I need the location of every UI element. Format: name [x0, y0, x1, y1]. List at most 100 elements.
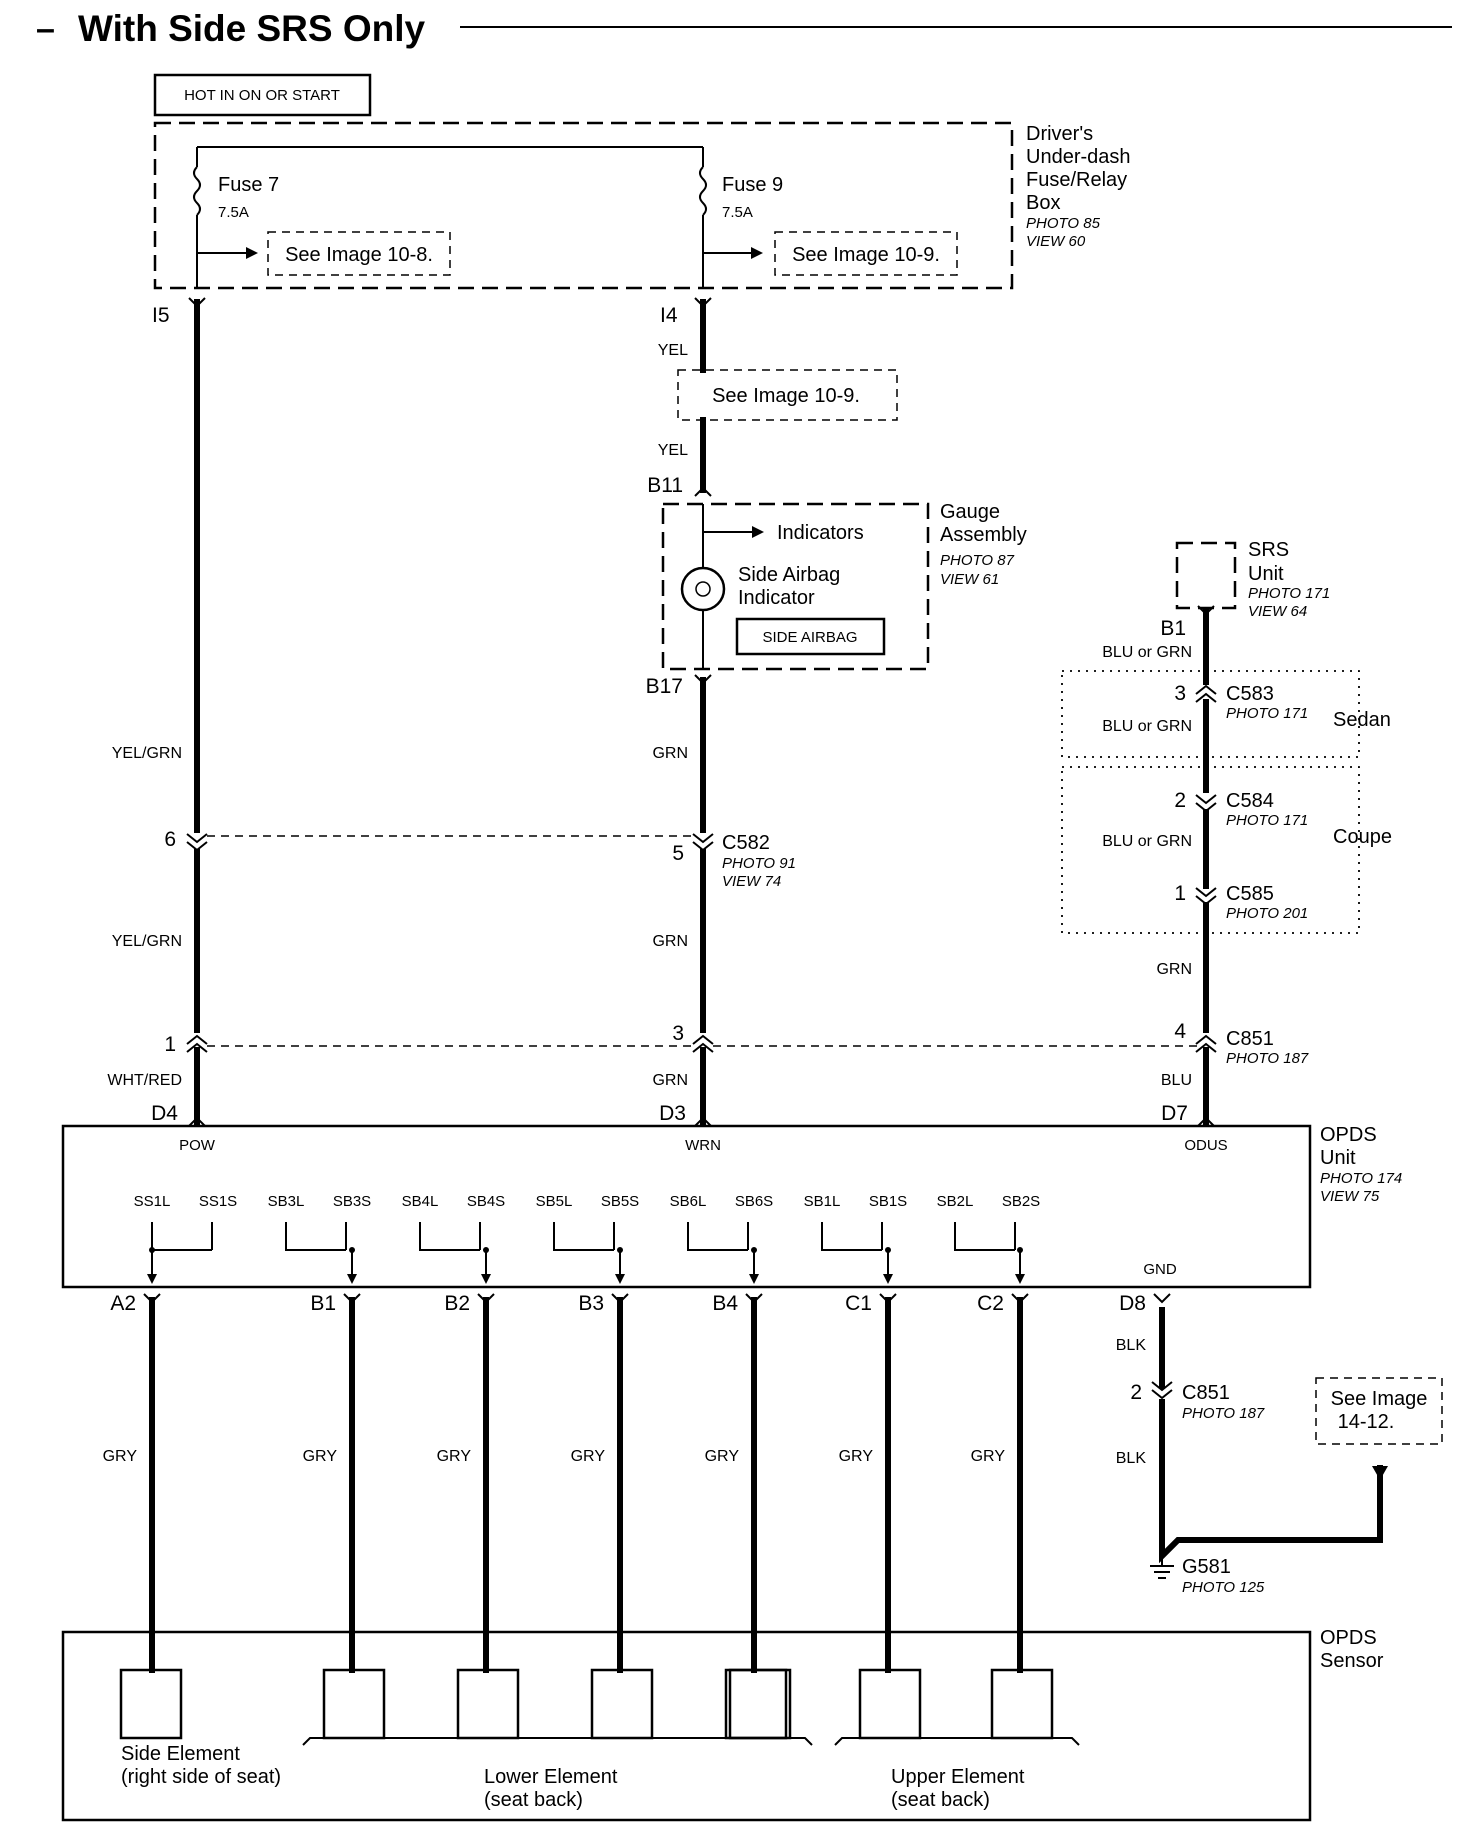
c851-photo: PHOTO 187 [1226, 1050, 1309, 1067]
connector-c851-left [186, 1034, 208, 1053]
wc-grn-1: GRN [652, 745, 688, 762]
connector-d4 [188, 1116, 206, 1127]
c584-photo: PHOTO 171 [1226, 812, 1308, 829]
indicators-arrowhead [752, 526, 764, 538]
wc-gry: GRY [303, 1448, 338, 1465]
ground-ref-box [1315, 1377, 1443, 1445]
channel-label: SB2S [1002, 1193, 1040, 1210]
connector-c582-left [186, 833, 208, 852]
channel-label: SB3S [333, 1193, 371, 1210]
header-dash: – [36, 10, 55, 48]
pin-d4: D4 [151, 1102, 178, 1125]
hot-in-on-or-start-label: HOT IN ON OR START [184, 87, 340, 104]
c583-photo: PHOTO 171 [1226, 705, 1308, 722]
channel-label: SB1L [804, 1193, 841, 1210]
wc-yelgrn-2: YEL/GRN [112, 933, 182, 950]
c585-id: C585 [1226, 883, 1274, 905]
channel-link [687, 1222, 749, 1251]
c851-pin-4: 4 [1174, 1020, 1186, 1043]
wc-yel-2: YEL [658, 442, 688, 459]
fuse7-ref[interactable]: See Image 10-8. [285, 244, 433, 266]
fuse7-rating: 7.5A [218, 204, 249, 221]
channel-arrow [883, 1274, 893, 1284]
gauge-assembly-outline [661, 502, 930, 671]
c583-pin: 3 [1174, 682, 1186, 705]
fuse9-rating: 7.5A [722, 204, 753, 221]
opds-bottom-pin: B2 [444, 1292, 470, 1315]
fuse7-name: Fuse 7 [218, 174, 279, 196]
wc-gry: GRY [705, 1448, 740, 1465]
c851-2-pin: 2 [1130, 1381, 1142, 1404]
opds-gnd-label: GND [1143, 1261, 1177, 1278]
channel-label: SB6S [735, 1193, 773, 1210]
fuse9-ref-arrowhead [751, 247, 763, 259]
fuse-box-name-1: Driver's [1026, 123, 1093, 145]
srs-pin-b1: B1 [1160, 617, 1186, 640]
channel-label: SB6L [670, 1193, 707, 1210]
connector-c851-right [1195, 1034, 1217, 1053]
c582-id: C582 [722, 832, 770, 854]
opds-bottom-pin: B1 [310, 1292, 336, 1315]
opds-sensor-name-1: OPDS [1320, 1627, 1377, 1649]
c585-photo: PHOTO 201 [1226, 905, 1308, 922]
opds-bottom-pin: B3 [578, 1292, 604, 1315]
channel-link [954, 1222, 1016, 1251]
srs-photo: PHOTO 171 [1248, 585, 1330, 602]
opds-pow-label: POW [179, 1137, 216, 1154]
fuse-box-view: VIEW 60 [1026, 233, 1086, 250]
wc-blu: BLU [1161, 1072, 1192, 1089]
wc-whtred: WHT/RED [107, 1072, 182, 1089]
ground-ref-1[interactable]: See Image [1331, 1388, 1428, 1410]
ground-ref-2[interactable]: 14-12. [1338, 1411, 1395, 1433]
opds-bottom-pin: D8 [1119, 1292, 1146, 1315]
fuse-box-photo: PHOTO 85 [1026, 215, 1101, 232]
wc-gry: GRY [103, 1448, 138, 1465]
hot-in-on-or-start-box [153, 73, 372, 117]
side-airbag-indicator-1: Side Airbag [738, 564, 840, 586]
opds-bottom-pin: C2 [977, 1292, 1004, 1315]
c582-pin-5: 5 [672, 842, 684, 865]
sensor-element [724, 1668, 788, 1740]
connector-d3 [694, 1116, 712, 1127]
connector-c851-2 [1151, 1381, 1173, 1400]
ground-photo: PHOTO 125 [1182, 1579, 1265, 1596]
srs-unit-outline [1175, 541, 1237, 610]
sensor-element [990, 1668, 1054, 1740]
sensor-element [322, 1668, 386, 1740]
wc-yelgrn-1: YEL/GRN [112, 745, 182, 762]
connector-c851-mid [692, 1034, 714, 1053]
fuse9-name: Fuse 9 [722, 174, 783, 196]
pin-d7: D7 [1161, 1102, 1188, 1125]
opds-bottom-pin: B4 [712, 1292, 738, 1315]
gauge-view: VIEW 61 [940, 571, 999, 588]
wc-bluorgrn-3: BLU or GRN [1102, 833, 1192, 850]
mid-ref[interactable]: See Image 10-9. [712, 385, 860, 407]
connector-b11 [694, 486, 712, 497]
channel-label: SS1S [199, 1193, 237, 1210]
opds-bottom-pin: C1 [845, 1292, 872, 1315]
coupe-label: Coupe [1333, 826, 1392, 848]
gauge-name-1: Gauge [940, 501, 1000, 523]
mid-ref-box [677, 369, 898, 421]
wc-bluorgrn-1: BLU or GRN [1102, 644, 1192, 661]
connector-d7 [1197, 1116, 1215, 1127]
fuse7-ref-box [267, 231, 451, 276]
side-airbag-badge [735, 617, 886, 656]
coupe-variant-box [1061, 766, 1360, 934]
opds-unit-photo: PHOTO 174 [1320, 1170, 1402, 1187]
c582-photo: PHOTO 91 [722, 855, 796, 872]
c851-2-id: C851 [1182, 1382, 1230, 1404]
channel-label: SB1S [869, 1193, 907, 1210]
c851-id: C851 [1226, 1028, 1274, 1050]
side-airbag-indicator-icon [680, 566, 726, 612]
wc-gry: GRY [839, 1448, 874, 1465]
wc-gry: GRY [971, 1448, 1006, 1465]
fuse9-ref[interactable]: See Image 10-9. [792, 244, 940, 266]
channel-link [419, 1222, 481, 1251]
channel-label: SB5S [601, 1193, 639, 1210]
upper-element-bracket [834, 1737, 1080, 1746]
lower-element-label-1: Lower Element [484, 1766, 618, 1788]
wc-bluorgrn-2: BLU or GRN [1102, 718, 1192, 735]
wc-gry: GRY [571, 1448, 606, 1465]
